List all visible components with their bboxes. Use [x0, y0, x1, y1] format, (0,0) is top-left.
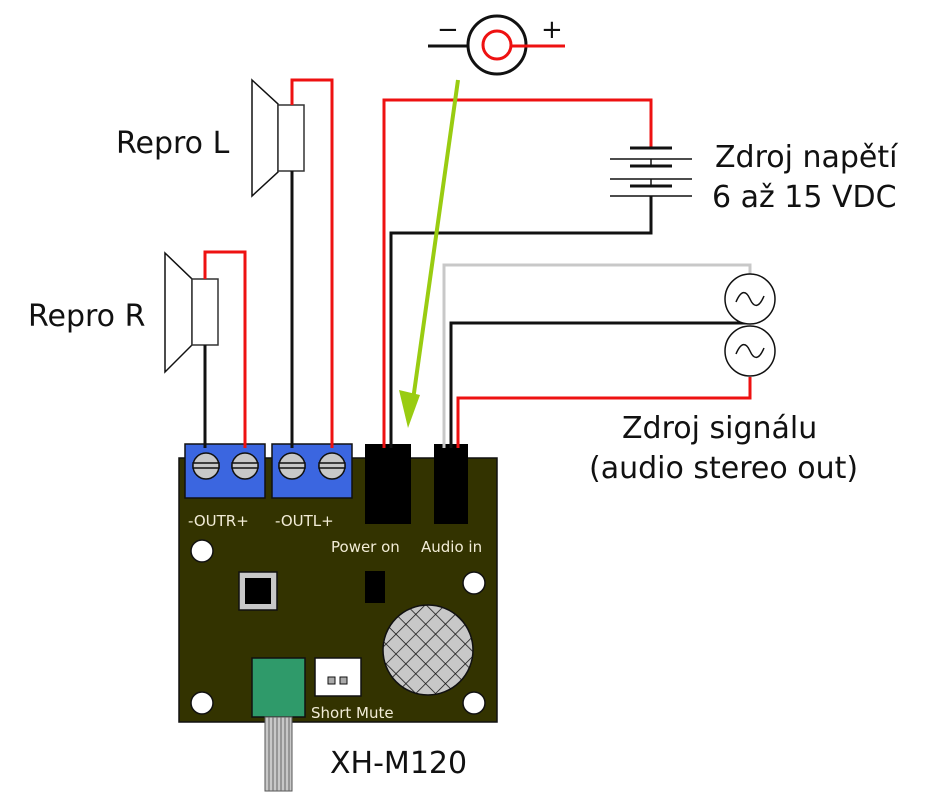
wire-signal-common: [449, 321, 750, 448]
outl-label: -OUTL+: [275, 512, 334, 530]
module-name-label: XH-M120: [330, 746, 467, 781]
mounting-hole: [190, 539, 214, 563]
ac-source-right-icon: [724, 325, 776, 377]
audio-in-label: Audio in: [421, 538, 482, 556]
screw-icon: [278, 452, 306, 480]
dc-jack-plus-label: +: [541, 15, 563, 45]
speaker-right-icon: [164, 251, 219, 374]
screw-icon: [192, 452, 220, 480]
battery-symbol-icon: [610, 146, 692, 197]
power-on-connector: [365, 444, 411, 524]
arrow-icon: [399, 79, 460, 428]
mounting-hole: [462, 691, 486, 715]
dc-barrel-jack-icon: [428, 14, 565, 76]
terminal-block-outr: [184, 443, 266, 499]
wire-power-negative: [389, 196, 653, 448]
power-source-label-line1: Zdroj napětí: [715, 140, 899, 175]
speaker-right-label: Repro R: [28, 299, 145, 334]
wire-left-positive: [290, 78, 334, 448]
signal-source-label-line1: Zdroj signálu: [622, 411, 817, 446]
power-on-label: Power on: [331, 538, 400, 556]
screw-icon: [318, 452, 346, 480]
audio-in-connector: [434, 444, 468, 524]
outr-label: -OUTR+: [188, 512, 249, 530]
short-mute-jumper[interactable]: [314, 657, 362, 697]
screw-icon: [231, 452, 259, 480]
mounting-hole: [462, 571, 486, 595]
volume-potentiometer[interactable]: [251, 657, 306, 792]
inductor-component: [382, 604, 474, 696]
signal-source-label-line2: (audio stereo out): [589, 451, 858, 486]
short-mute-label: Short Mute: [311, 704, 394, 722]
power-source-label-line2: 6 až 15 VDC: [712, 180, 897, 215]
speaker-left-icon: [251, 78, 305, 198]
wire-right-positive: [203, 250, 247, 448]
speaker-left-label: Repro L: [116, 126, 230, 161]
smd-component: [365, 571, 385, 603]
ac-source-left-icon: [724, 273, 776, 325]
terminal-block-outl: [271, 443, 353, 499]
wire-signal-right: [456, 377, 752, 448]
mounting-hole: [190, 691, 214, 715]
ic-chip: [238, 571, 278, 611]
wire-power-positive: [382, 98, 653, 448]
wire-signal-ground: [442, 263, 752, 448]
dc-jack-minus-label: −: [437, 15, 459, 45]
